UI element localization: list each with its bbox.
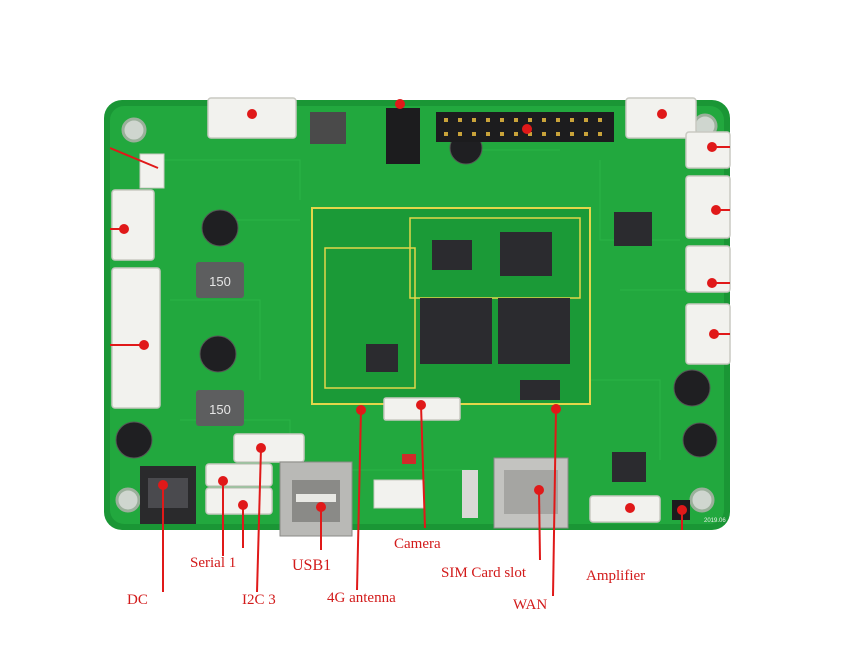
leader-lines bbox=[109, 146, 730, 597]
label-usb1: USB1 bbox=[292, 557, 332, 574]
label-amplifier: Amplifier bbox=[586, 568, 646, 584]
inductor-marking: 150 bbox=[209, 402, 231, 417]
label-wan: WAN bbox=[513, 597, 548, 613]
label-dc: DC bbox=[127, 592, 148, 608]
label-camera: Camera bbox=[394, 536, 441, 552]
inductor-marking: 150 bbox=[209, 274, 231, 289]
marker-dots bbox=[119, 99, 721, 515]
circuit-board: 150 150 bbox=[104, 97, 731, 537]
label-serial-1: Serial 1 bbox=[190, 555, 237, 571]
label-i2c-3: I2C 3 bbox=[242, 592, 276, 608]
label-4g-antenna: 4G antenna bbox=[327, 590, 396, 606]
board-date-print: 2019.06 bbox=[704, 518, 726, 524]
label-sim-card-slot: SIM Card slot bbox=[441, 565, 527, 581]
